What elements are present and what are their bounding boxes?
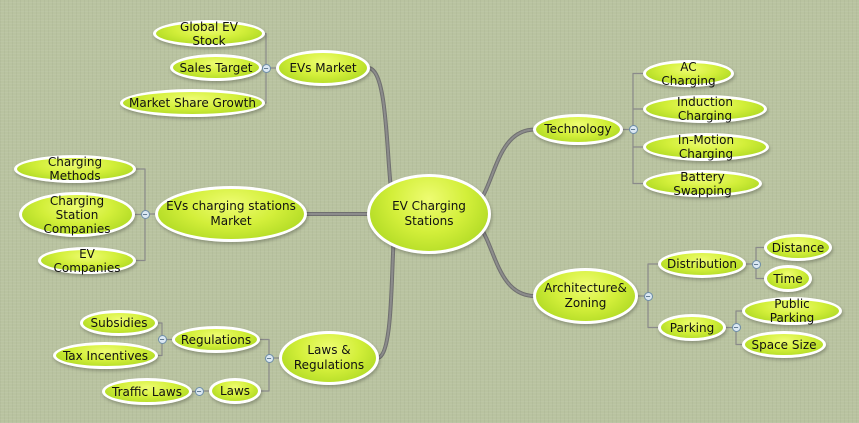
- topic-charging-station-companies[interactable]: Charging Station Companies: [19, 192, 135, 237]
- collapse-toggle-distribution[interactable]: −: [751, 259, 761, 269]
- topic-label: Architecture& Zoning: [544, 281, 627, 310]
- topic-market-share-growth[interactable]: Market Share Growth: [120, 89, 265, 117]
- topic-label: In-Motion Charging: [677, 133, 735, 161]
- topic-label: Induction Charging: [677, 95, 733, 123]
- topic-architecture-zoning[interactable]: Architecture& Zoning: [533, 268, 638, 324]
- topic-label: Tax Incentives: [62, 348, 149, 363]
- collapse-toggle-parking[interactable]: −: [731, 323, 741, 332]
- topic-label: Battery Swapping: [673, 169, 732, 198]
- topic-label: Public Parking: [769, 297, 815, 325]
- topic-label: Charging Station Companies: [43, 193, 111, 236]
- topic-label: AC Charging: [661, 59, 716, 88]
- topic-label: Global EV Stock: [180, 19, 238, 48]
- topic-public-parking[interactable]: Public Parking: [742, 297, 842, 325]
- topic-label: EV Charging Stations: [392, 199, 466, 228]
- collapse-toggle-laws-regulations[interactable]: −: [264, 353, 274, 363]
- topic-laws[interactable]: Laws: [209, 378, 261, 404]
- topic-label: Parking: [669, 320, 715, 335]
- topic-label: EVs charging stations Market: [166, 199, 296, 228]
- topic-ac-charging[interactable]: AC Charging: [643, 59, 734, 88]
- topic-label: Subsidies: [90, 316, 148, 330]
- topic-evs-market[interactable]: EVs Market: [276, 50, 370, 86]
- collapse-toggle-evs-market[interactable]: −: [261, 63, 271, 73]
- topic-label: Laws & Regulations: [293, 343, 365, 372]
- topic-label: Regulations: [180, 332, 252, 347]
- topic-battery-swapping[interactable]: Battery Swapping: [643, 169, 762, 198]
- collapse-toggle-technology[interactable]: −: [628, 125, 638, 134]
- topic-label: Technology: [544, 122, 612, 136]
- topic-induction-charging[interactable]: Induction Charging: [643, 95, 767, 123]
- topic-label: Laws: [219, 384, 251, 398]
- topic-label: EV Companies: [53, 246, 121, 275]
- topic-tax-incentives[interactable]: Tax Incentives: [53, 342, 158, 369]
- topic-regulations[interactable]: Regulations: [172, 326, 260, 353]
- topic-label: Sales Target: [179, 60, 253, 75]
- topic-label: Space Size: [751, 337, 817, 352]
- topic-global-ev-stock[interactable]: Global EV Stock: [153, 19, 265, 48]
- topic-distribution[interactable]: Distribution: [658, 250, 746, 278]
- topic-space-size[interactable]: Space Size: [742, 331, 826, 358]
- collapse-toggle-laws[interactable]: −: [194, 386, 204, 396]
- topic-label: Time: [773, 271, 803, 286]
- topic-evs-charging-stations-market[interactable]: EVs charging stations Market: [155, 186, 307, 242]
- topic-time[interactable]: Time: [764, 265, 812, 292]
- collapse-toggle-architecture-zoning[interactable]: −: [643, 291, 653, 301]
- collapse-toggle-evs-charging-stations-market[interactable]: −: [140, 209, 150, 219]
- topic-label: Charging Methods: [47, 155, 103, 183]
- central-topic[interactable]: EV Charging Stations: [367, 174, 491, 254]
- topic-subsidies[interactable]: Subsidies: [80, 310, 158, 336]
- collapse-toggle-regulations[interactable]: −: [157, 335, 167, 344]
- topic-sales-target[interactable]: Sales Target: [170, 54, 262, 81]
- topic-label: EVs Market: [289, 60, 357, 75]
- topic-parking[interactable]: Parking: [658, 314, 726, 341]
- topic-traffic-laws[interactable]: Traffic Laws: [102, 378, 192, 405]
- topic-distance[interactable]: Distance: [764, 234, 832, 261]
- topic-technology[interactable]: Technology: [533, 114, 623, 145]
- topic-in-motion-charging[interactable]: In-Motion Charging: [643, 133, 769, 161]
- topic-label: Market Share Growth: [129, 96, 256, 110]
- topic-label: Traffic Laws: [112, 384, 182, 399]
- topic-label: Distance: [771, 240, 825, 255]
- topic-ev-companies[interactable]: EV Companies: [38, 246, 136, 275]
- topic-laws-regulations[interactable]: Laws & Regulations: [279, 331, 379, 385]
- topic-charging-methods[interactable]: Charging Methods: [14, 155, 136, 183]
- sub-links-laws-regulations: [259, 338, 280, 392]
- topic-label: Distribution: [667, 257, 738, 271]
